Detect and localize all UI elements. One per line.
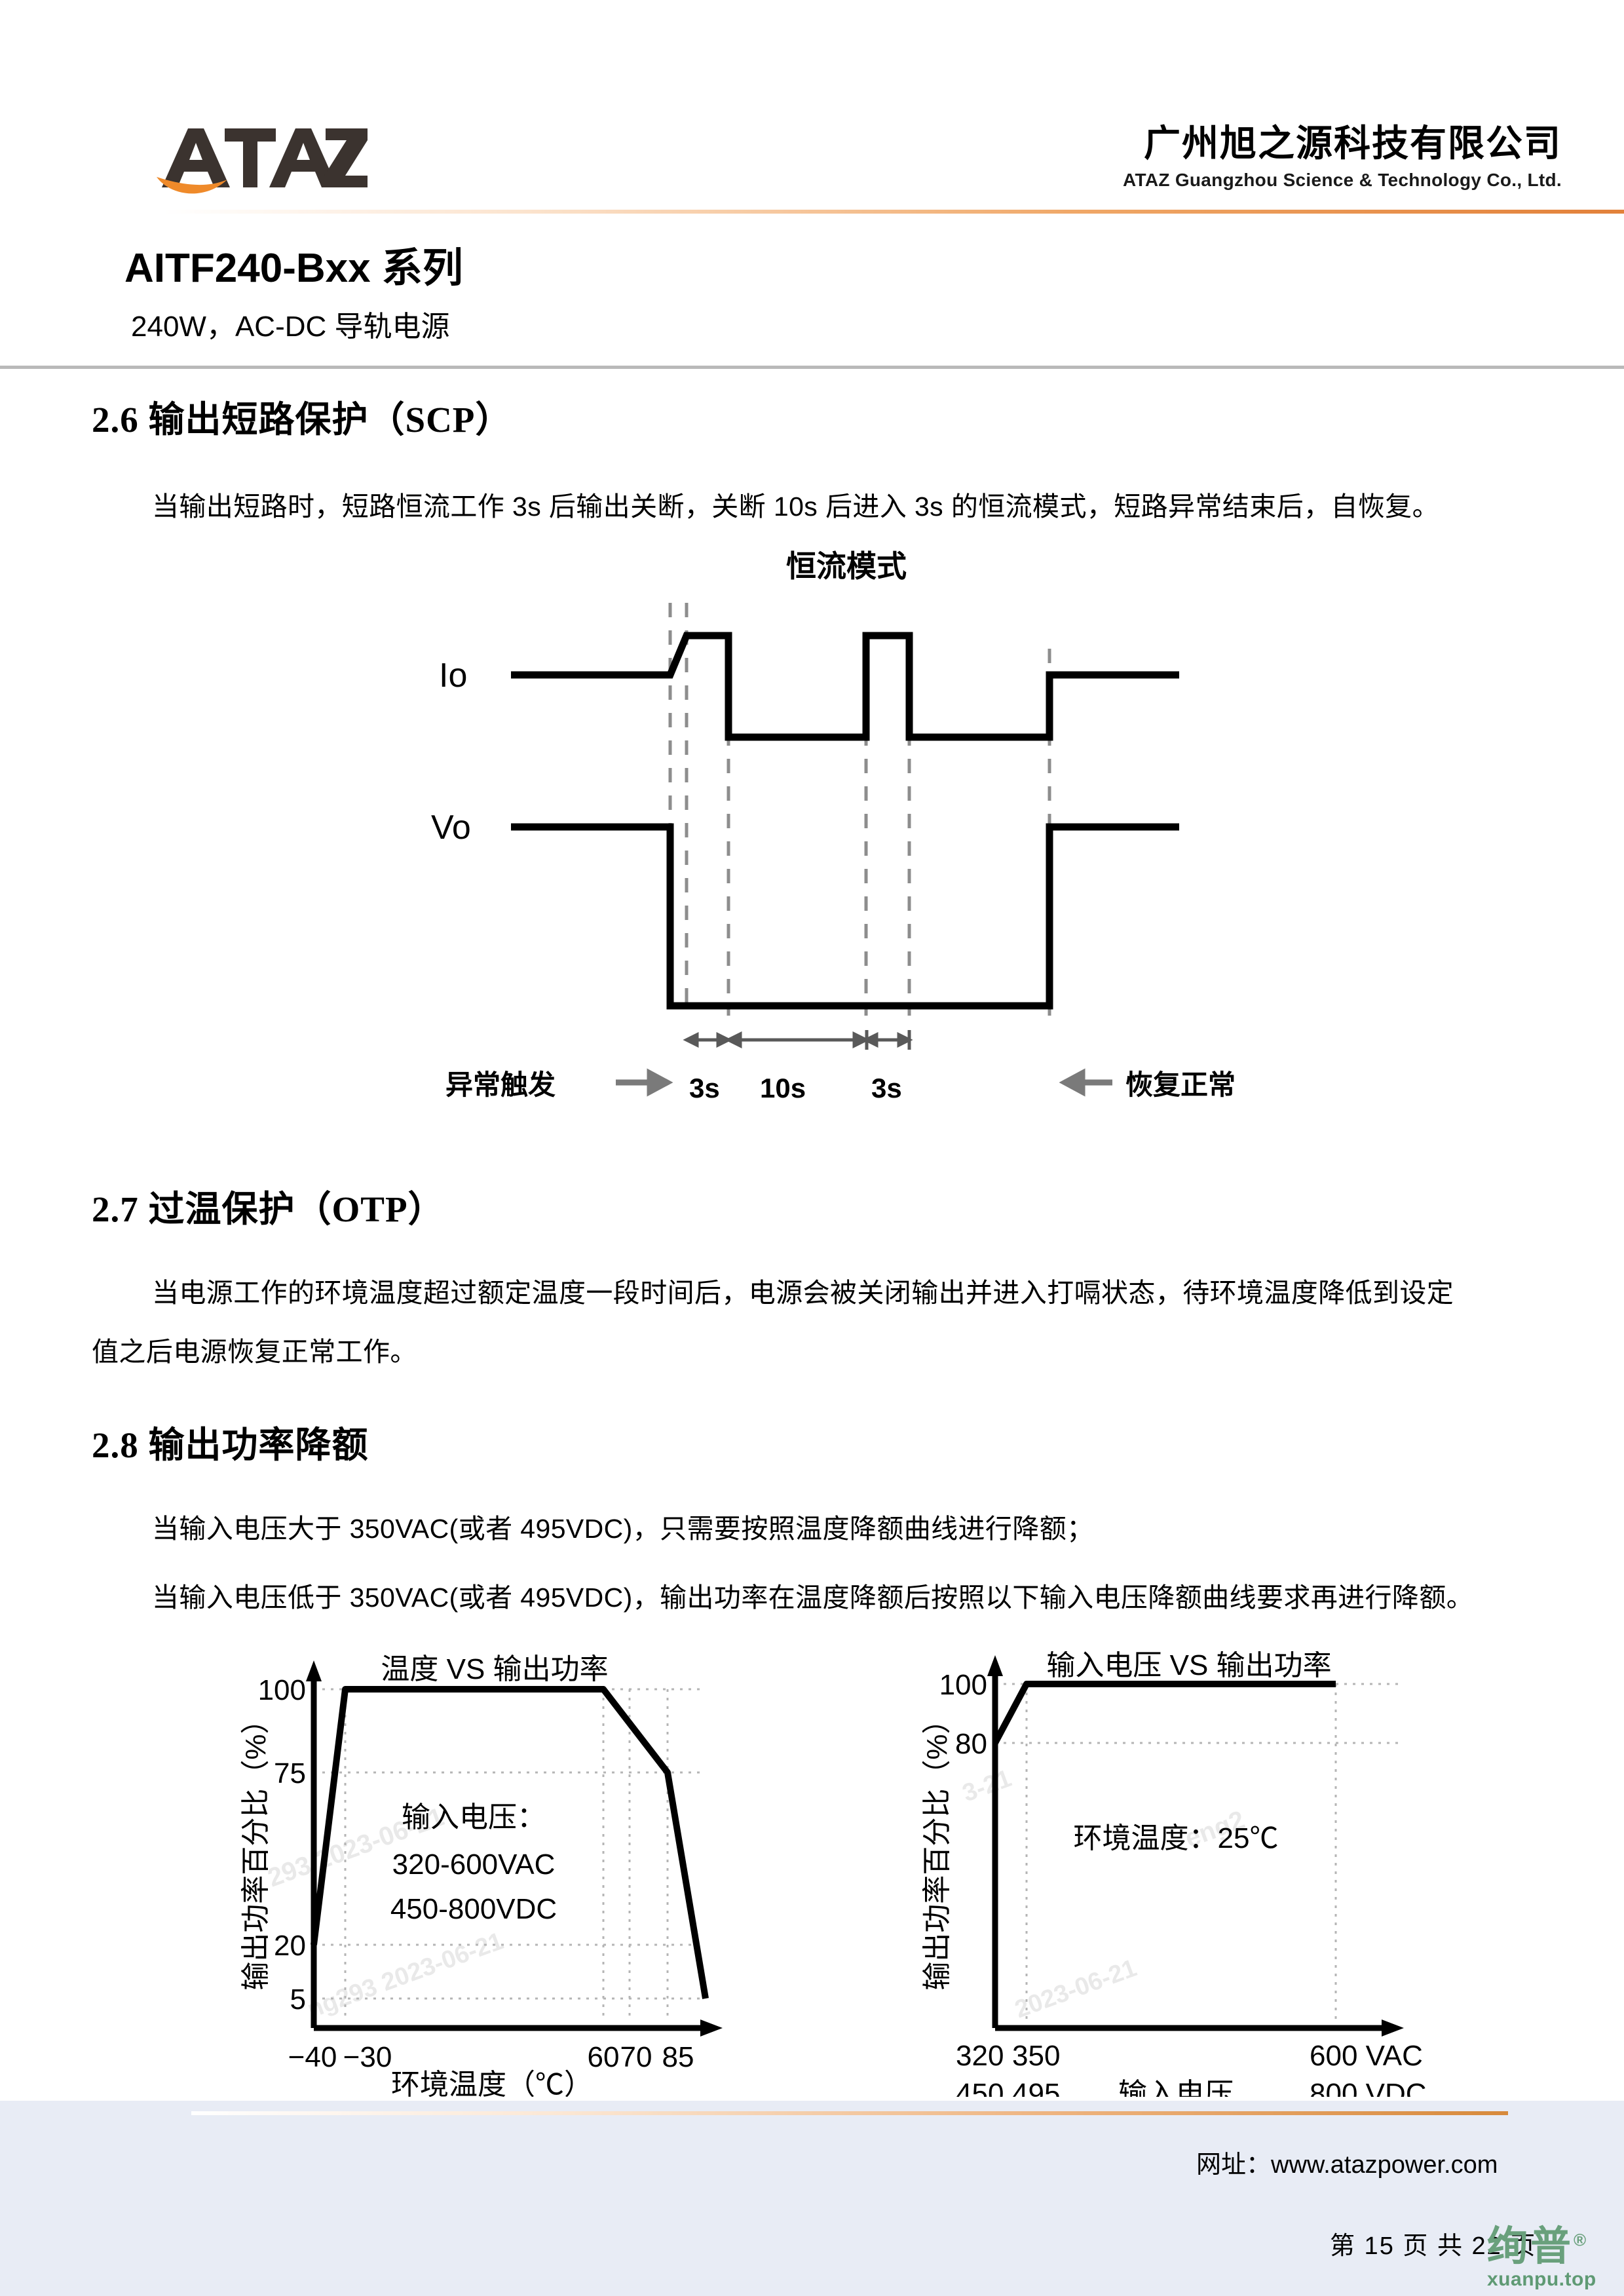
svg-text:320: 320 [956,2040,1004,2072]
svg-text:−30: −30 [343,2041,392,2073]
svg-text:输出功率百分比（%）: 输出功率百分比（%） [240,1705,272,1990]
svg-text:60: 60 [588,2041,620,2073]
svg-text:85: 85 [662,2041,694,2073]
page-header: 广州旭之源科技有限公司 ATAZ Guangzhou Science & Tec… [0,0,1624,369]
ataz-logo [154,123,370,202]
svg-text:495: 495 [1012,2078,1060,2097]
watermark-text-cn: 绚普® [1487,2227,1624,2267]
svg-text:70: 70 [620,2041,652,2073]
page-subtitle: 240W，AC-DC 导轨电源 [131,311,450,343]
company-name-en: ATAZ Guangzhou Science & Technology Co.,… [1123,169,1562,190]
svg-text:450: 450 [956,2078,1004,2097]
svg-text:20: 20 [274,1930,306,1962]
svg-text:ng293 2023-06-21: ng293 2023-06-21 [304,1927,507,2023]
svg-text:10s: 10s [760,1073,806,1103]
svg-text:800 VDC: 800 VDC [1310,2078,1427,2097]
paragraph-derating-line1: 当输入电压大于 350VAC(或者 495VDC)，只需要按照温度降额曲线进行降… [152,1514,1094,1544]
registered-mark-icon: ® [1574,2230,1589,2250]
heading-derating: 2.8 输出功率降额 [92,1425,369,1465]
svg-text:Io: Io [439,657,467,695]
svg-text:3s: 3s [689,1073,720,1103]
svg-text:环境温度（℃）: 环境温度（℃） [391,2069,593,2097]
svg-text:100: 100 [258,1674,306,1706]
svg-text:输出功率百分比（%）: 输出功率百分比（%） [921,1705,953,1990]
svg-text:320-600VAC: 320-600VAC [392,1848,556,1881]
svg-text:2023-06-21: 2023-06-21 [1011,1955,1141,2024]
svg-text:75: 75 [274,1757,306,1789]
svg-text:3s: 3s [871,1073,902,1103]
company-block: 广州旭之源科技有限公司 ATAZ Guangzhou Science & Tec… [1123,124,1562,191]
chart-voltage-vs-power: eng2 3-21 2023-06-21 100 80 [914,1651,1458,2097]
paragraph-otp-line2: 值之后电源恢复正常工作。 [92,1337,417,1367]
heading-scp: 2.6 输出短路保护（SCP） [92,400,512,440]
footer-page-number: 第 15 页 共 22 页 [1330,2232,1537,2260]
svg-text:600 VAC: 600 VAC [1310,2040,1423,2072]
svg-text:Vo: Vo [431,809,471,847]
svg-text:输入电压: 输入电压 [1118,2078,1234,2097]
chart-temperature-vs-power: 293 2023-06-21 ng293 2023-06-21 [233,1651,776,2097]
paragraph-scp: 当输出短路时，短路恒流工作 3s 后输出关断，关断 10s 后进入 3s 的恒流… [152,491,1440,522]
svg-text:450-800VDC: 450-800VDC [390,1893,557,1925]
svg-text:350: 350 [1012,2040,1060,2072]
paragraph-otp-line1: 当电源工作的环境温度超过额定温度一段时间后，电源会被关闭输出并进入打嗝状态，待环… [152,1278,1454,1308]
scp-waveform-figure: 恒流模式 Io Vo 3s 10s 3s 异常触发 恢复正常 [419,544,1284,1166]
heading-otp: 2.7 过温保护（OTP） [92,1189,445,1229]
footer-website[interactable]: 网址：www.atazpower.com [1196,2151,1498,2179]
xuanpu-watermark: 绚普® xuanpu.top [1487,2227,1624,2296]
header-divider [0,366,1624,369]
svg-text:恢复正常: 恢复正常 [1125,1069,1236,1100]
paragraph-derating-line2: 当输入电压低于 350VAC(或者 495VDC)，输出功率在温度降额后按照以下… [152,1582,1474,1613]
company-name-cn: 广州旭之源科技有限公司 [1144,123,1562,164]
svg-text:输入电压：: 输入电压： [402,1801,546,1833]
svg-text:温度 VS 输出功率: 温度 VS 输出功率 [381,1653,608,1685]
svg-text:80: 80 [955,1728,987,1760]
svg-text:输入电压 VS 输出功率: 输入电压 VS 输出功率 [1046,1651,1331,1681]
watermark-cn-label: 绚普 [1487,2224,1574,2269]
watermark-text-en: xuanpu.top [1487,2268,1596,2290]
svg-text:−40: −40 [288,2041,337,2073]
svg-text:5: 5 [290,1983,306,2016]
page-footer [0,2101,1624,2296]
svg-text:环境温度：25℃: 环境温度：25℃ [1074,1822,1279,1854]
svg-text:恒流模式: 恒流模式 [786,549,907,583]
header-accent-rule [164,210,1624,214]
svg-text:异常触发: 异常触发 [445,1069,556,1100]
footer-accent-rule [191,2111,1508,2115]
svg-text:3-21: 3-21 [959,1765,1015,1807]
svg-text:100: 100 [939,1669,987,1701]
page-title: AITF240-Bxx 系列 [124,246,463,291]
